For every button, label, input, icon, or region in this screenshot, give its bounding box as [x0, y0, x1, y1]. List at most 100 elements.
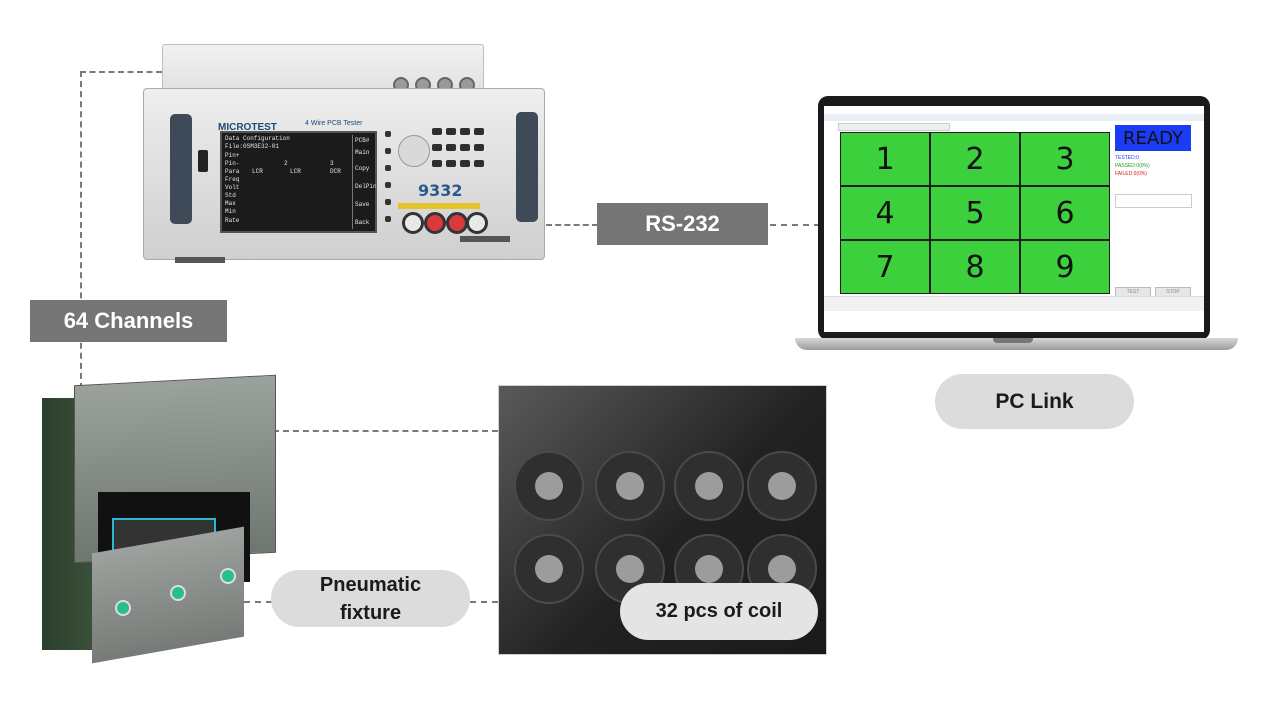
side-menu-item: Copy: [355, 165, 370, 172]
pneumatic-button-icon: [170, 585, 186, 601]
connector-fixture-to-coil: [273, 430, 498, 432]
tested-count: TESTED:0: [1115, 155, 1139, 161]
test-terminal-icon: [446, 212, 468, 234]
tester-model-title: 4 Wire PCB Tester: [305, 120, 363, 127]
coil-icon: [595, 451, 665, 521]
coil-core-icon: [535, 555, 563, 583]
keypad-key-icon: [460, 160, 470, 167]
tester-model-number: 9332: [418, 181, 463, 200]
keypad-key-icon: [432, 160, 442, 167]
software-menubar: [824, 114, 1204, 121]
connector-fixture-to-pill: [244, 601, 272, 603]
rs232-tag: RS-232: [597, 203, 768, 245]
keypad-key-icon: [446, 160, 456, 167]
screen-col: DCR: [330, 168, 341, 175]
coil-core-icon: [616, 472, 644, 500]
tester-brand: MICROTEST: [218, 122, 277, 133]
ready-status: READY: [1115, 125, 1191, 151]
keypad-key-icon: [474, 160, 484, 167]
screen-line: File:0SM3E32-01: [225, 143, 280, 150]
grid-cell: 9: [1020, 240, 1110, 294]
screen-line: Max: [225, 200, 236, 207]
test-terminal-icon: [466, 212, 488, 234]
screen-col: LCR: [290, 168, 301, 175]
coil-core-icon: [768, 472, 796, 500]
softkey-icon: [385, 216, 391, 222]
connector-tester-to-channels: [80, 71, 162, 73]
screen-line: Min: [225, 208, 236, 215]
coil-core-icon: [695, 555, 723, 583]
software-side-box: [1115, 194, 1192, 208]
software-toolbar: [838, 123, 950, 131]
failed-count: FAILED:0(0%): [1115, 171, 1147, 177]
screen-line: Pin-: [225, 160, 240, 167]
test-terminal-icon: [402, 212, 424, 234]
connector-rs232-to-laptop: [770, 224, 820, 226]
test-grid: 1 2 3 4 5 6 7 8 9: [840, 132, 1110, 294]
keypad-key-icon: [474, 144, 484, 151]
grid-cell: 4: [840, 186, 930, 240]
grid-cell: 1: [840, 132, 930, 186]
laptop-notch: [993, 338, 1033, 343]
coil-core-icon: [695, 472, 723, 500]
coil-icon: [674, 451, 744, 521]
tester-power-button: [198, 150, 208, 172]
test-software-window: 1 2 3 4 5 6 7 8 9 READY TESTED:0 PASSED:…: [824, 106, 1204, 332]
pneumatic-button-icon: [115, 600, 131, 616]
coil-icon: [514, 534, 584, 604]
connector-pill-to-coil: [470, 601, 498, 603]
screen-col: 3: [330, 160, 334, 167]
keypad-key-icon: [432, 144, 442, 151]
grid-cell: 5: [930, 186, 1020, 240]
softkey-icon: [385, 131, 391, 137]
side-menu-item: Main: [355, 149, 370, 156]
screen-line: Para: [225, 168, 240, 175]
coil-icon: [747, 451, 817, 521]
screen-line: Freq: [225, 176, 240, 183]
softkey-icon: [385, 182, 391, 188]
tester-foot: [175, 257, 225, 263]
grid-cell: 7: [840, 240, 930, 294]
softkey-icon: [385, 148, 391, 154]
tester-right-handle: [516, 112, 538, 222]
pneumatic-label-line1: Pneumatic: [319, 573, 422, 596]
coil-core-icon: [535, 472, 563, 500]
screen-line: Rate: [225, 217, 240, 224]
pneumatic-label-line2: fixture: [339, 601, 402, 624]
grid-cell: 6: [1020, 186, 1110, 240]
keypad-key-icon: [446, 128, 456, 135]
coil-core-icon: [616, 555, 644, 583]
pneumatic-fixture-label: Pneumatic fixture: [271, 570, 470, 627]
screen-side-menu: PCB# Main Copy DelPin Save Back: [352, 135, 377, 229]
keypad-key-icon: [474, 128, 484, 135]
tester-left-handle: [170, 114, 192, 224]
screen-line: Std: [225, 192, 236, 199]
screen-col: LCR: [252, 168, 263, 175]
side-menu-item: PCB#: [355, 137, 370, 144]
screen-line: Data Configuration: [225, 135, 290, 142]
passed-count: PASSED:0(0%): [1115, 163, 1150, 169]
connector-channels-vertical: [80, 71, 82, 399]
screen-line: Volt: [225, 184, 240, 191]
keypad-key-icon: [460, 128, 470, 135]
side-menu-item: DelPin: [355, 183, 377, 190]
test-terminal-icon: [424, 212, 446, 234]
pneumatic-button-icon: [220, 568, 236, 584]
keypad-key-icon: [460, 144, 470, 151]
tester-warning-strip: [398, 203, 480, 209]
grid-cell: 3: [1020, 132, 1110, 186]
softkey-icon: [385, 199, 391, 205]
keypad-key-icon: [446, 144, 456, 151]
screen-line: Pin+: [225, 152, 240, 159]
tester-display: Data Configuration File:0SM3E32-01 Pin+ …: [220, 131, 377, 233]
connector-tester-to-rs232: [546, 224, 598, 226]
softkey-icon: [385, 165, 391, 171]
grid-cell: 2: [930, 132, 1020, 186]
side-menu-item: Back: [355, 219, 370, 226]
coil-core-icon: [768, 555, 796, 583]
pc-link-label: PC Link: [935, 374, 1134, 429]
coil-icon: [514, 451, 584, 521]
navigation-wheel-icon: [398, 135, 430, 167]
coil-count-label: 32 pcs of coil: [620, 583, 818, 640]
channels-tag: 64 Channels: [30, 300, 227, 342]
